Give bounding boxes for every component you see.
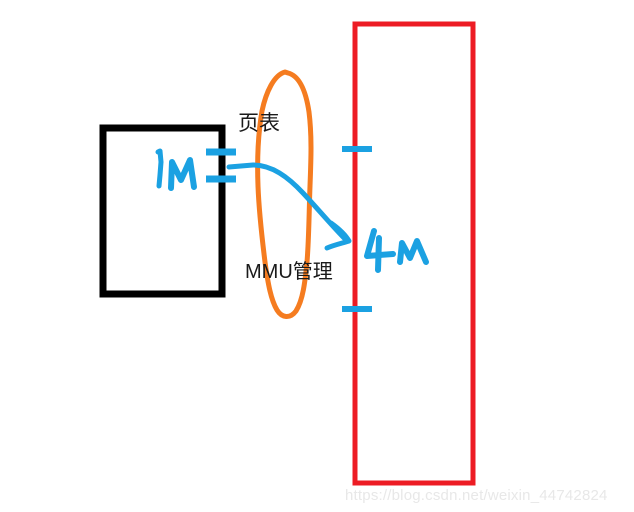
page-table-label: 页表 <box>238 112 280 135</box>
mapping-arrow-shaft <box>226 162 350 244</box>
mapping-arrow-head <box>324 220 352 251</box>
virtual-memory-block-outline <box>352 21 476 486</box>
left-block-size-handwriting <box>155 148 197 191</box>
csdn-watermark: https://blog.csdn.net/weixin_44742824 <box>345 487 608 504</box>
page-table-ellipse-outline <box>255 69 314 319</box>
right-block-size-handwriting <box>364 228 429 273</box>
mmu-management-label: MMU管理 <box>245 261 333 283</box>
physical-memory-block-outline <box>99 124 226 298</box>
